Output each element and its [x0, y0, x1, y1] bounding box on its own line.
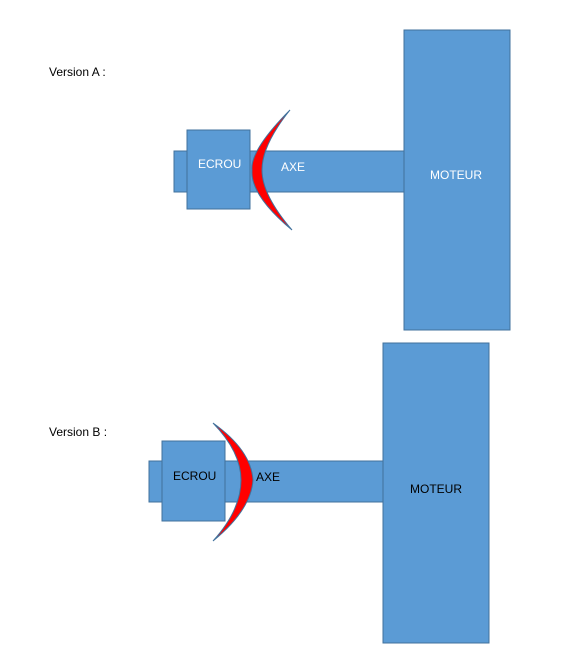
- version-a-nut-label: ECROU: [198, 157, 241, 171]
- version-a-washer: [251, 109, 293, 231]
- version-a-assembly: ECROU AXE MOTEUR: [173, 29, 511, 331]
- version-b-title: Version B :: [49, 425, 108, 439]
- version-a-nut: [186, 129, 251, 210]
- version-a-motor: [403, 29, 511, 331]
- version-a-title: Version A :: [49, 65, 106, 79]
- version-a-motor-label: MOTEUR: [430, 168, 482, 182]
- version-b-shaft-label: AXE: [256, 470, 280, 484]
- version-b-nut: [161, 440, 226, 522]
- version-b-motor-label: MOTEUR: [410, 482, 462, 496]
- version-b-motor: [382, 342, 490, 644]
- version-b-washer: [212, 422, 254, 542]
- version-a-shaft-label: AXE: [281, 160, 305, 174]
- version-b-nut-label: ECROU: [173, 469, 216, 483]
- version-b-assembly: ECROU AXE MOTEUR: [148, 342, 490, 644]
